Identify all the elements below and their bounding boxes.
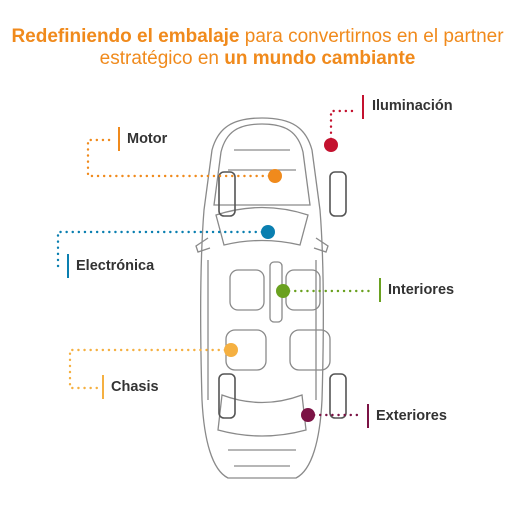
tick-electronica (67, 254, 69, 278)
tick-interiores (379, 278, 381, 302)
dot-motor (268, 169, 282, 183)
dot-electronica (261, 225, 275, 239)
tick-chasis (102, 375, 104, 399)
tick-motor (118, 127, 120, 151)
dot-exteriores (301, 408, 315, 422)
wheel-front-left (218, 171, 236, 217)
tick-iluminacion (362, 95, 364, 119)
connector-electronica (56, 230, 270, 268)
label-chasis: Chasis (111, 379, 159, 395)
dot-iluminacion (324, 138, 338, 152)
dot-interiores (276, 284, 290, 298)
connector-iluminacion (329, 109, 354, 147)
label-iluminacion: Iluminación (372, 98, 453, 114)
tick-exteriores (367, 404, 369, 428)
label-electronica: Electrónica (76, 258, 155, 274)
label-interiores: Interiores (388, 282, 455, 298)
wheel-rear-left (218, 373, 236, 419)
label-motor: Motor (127, 131, 168, 147)
wheel-rear-right (329, 373, 347, 419)
page-title: Redefiniendo el embalaje para convertirn… (0, 26, 515, 70)
wheel-front-right (329, 171, 347, 217)
car-wheels (218, 171, 347, 419)
car-outline (195, 117, 331, 479)
title-line-1: Redefiniendo el embalaje para convertirn… (11, 26, 504, 47)
connector-chasis (68, 348, 233, 390)
label-exteriores: Exteriores (376, 408, 447, 424)
dot-chasis (224, 343, 238, 357)
title-line-2: estratégico en un mundo cambiante (99, 48, 416, 69)
